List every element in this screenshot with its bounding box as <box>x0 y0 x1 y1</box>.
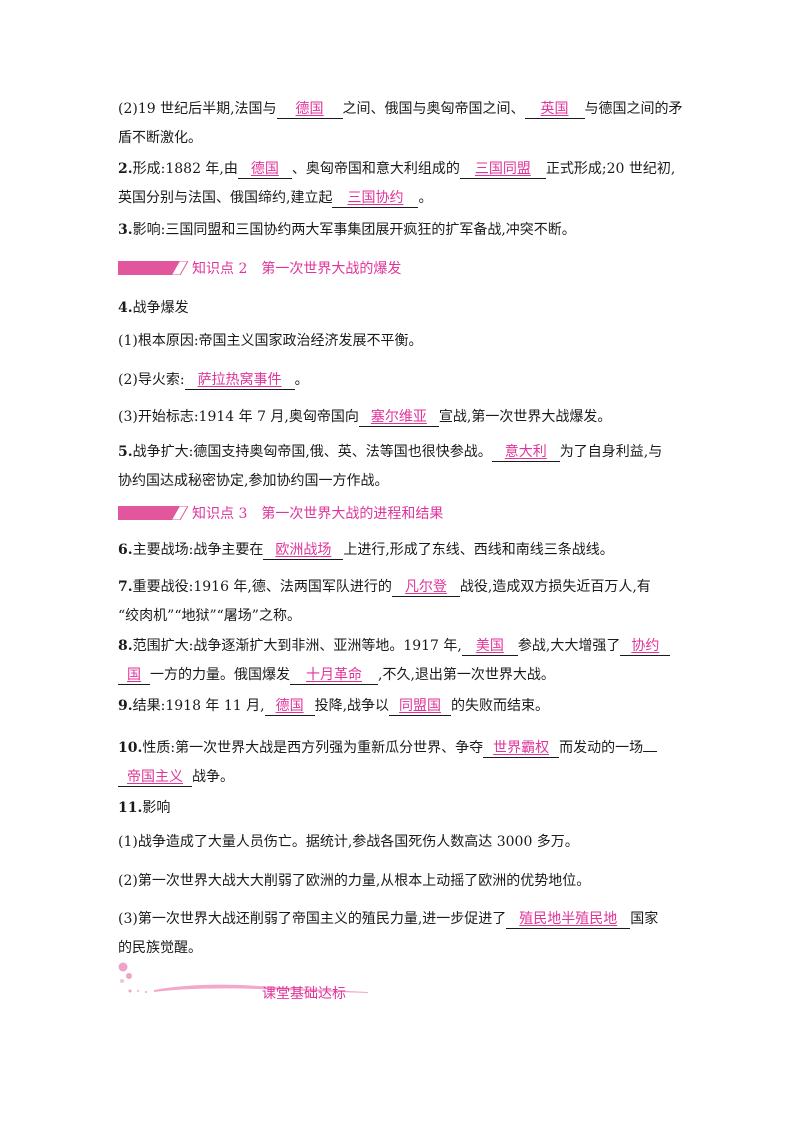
paragraph-4-1: (1)根本原因:帝国主义国家政治经济发展不平衡。 <box>118 333 423 349</box>
footer-decoration-icon <box>118 962 368 993</box>
paragraph-4: 4.战争爆发 <box>118 300 189 316</box>
section-heading-2: 知识点 2 第一次世界大战的爆发 <box>118 259 618 279</box>
answer-blank[interactable]: 塞尔维亚 <box>358 408 439 427</box>
answer-blank[interactable]: 国 <box>118 666 150 685</box>
answer-blank[interactable]: 德国 <box>264 697 315 716</box>
answer-blank[interactable]: 三国同盟 <box>459 160 546 179</box>
section-heading-3: 知识点 3 第一次世界大战的进程和结果 <box>118 504 618 524</box>
paragraph-5: 5.战争扩大:德国支持奥匈帝国,俄、英、法等国也很快参战。意大利为了自身利益,与… <box>118 443 663 489</box>
answer-blank[interactable]: 三国协约 <box>332 189 419 208</box>
answer-blank[interactable]: 意大利 <box>491 443 560 462</box>
answer-blank[interactable] <box>643 751 658 752</box>
paragraph-1-2: (2)19 世纪后半期,法国与德国之间、俄国与奥匈帝国之间、英国与德国之间的矛 … <box>118 100 683 146</box>
answer-blank[interactable]: 德国 <box>276 100 343 119</box>
footer-title: 课堂基础达标 <box>262 986 346 1002</box>
answer-blank[interactable]: 凡尔登 <box>391 578 460 597</box>
paragraph-11-2: (2)第一次世界大战大大削弱了欧洲的力量,从根本上动摇了欧洲的优势地位。 <box>118 873 591 889</box>
answer-blank[interactable]: 美国 <box>461 637 518 656</box>
answer-blank[interactable]: 同盟国 <box>389 697 452 716</box>
paragraph-11: 11.影响 <box>118 800 171 816</box>
paragraph-2: 2.形成:1882 年,由德国、奥匈帝国和意大利组成的三国同盟正式形成;20 世… <box>118 160 676 208</box>
answer-blank[interactable]: 萨拉热窝事件 <box>184 371 295 390</box>
paragraph-11-3: (3)第一次世界大战还削弱了帝国主义的殖民力量,进一步促进了殖民地半殖民地国家 … <box>118 910 659 956</box>
answer-blank[interactable]: 协约 <box>620 637 671 656</box>
paragraph-9: 9.结果:1918 年 11 月,德国投降,战争以同盟国的失败而结束。 <box>118 697 550 716</box>
paragraph-4-3: (3)开始标志:1914 年 7 月,奥匈帝国向塞尔维亚宣战,第一次世界大战爆发… <box>118 408 612 427</box>
answer-blank[interactable]: 英国 <box>524 100 585 119</box>
paragraph-6: 6.主要战场:战争主要在欧洲战场上进行,形成了东线、西线和南线三条战线。 <box>118 541 614 560</box>
answer-blank[interactable]: 十月革命 <box>290 666 378 685</box>
answer-blank[interactable]: 德国 <box>237 160 292 179</box>
paragraph-7: 7.重要战役:1916 年,德、法两国军队进行的凡尔登战役,造成双方损失近百万人… <box>118 578 651 624</box>
answer-blank[interactable]: 殖民地半殖民地 <box>506 910 631 929</box>
paragraph-3: 3.影响:三国同盟和三国协约两大军事集团展开疯狂的扩军备战,冲突不断。 <box>118 222 576 238</box>
answer-blank[interactable]: 欧洲战场 <box>263 541 344 560</box>
section-tag-icon <box>118 506 188 520</box>
answer-blank[interactable]: 世界霸权 <box>483 739 560 758</box>
paragraph-4-2: (2)导火索:萨拉热窝事件。 <box>118 371 309 390</box>
paragraph-11-1: (1)战争造成了大量人员伤亡。据统计,参战各国死伤人数高达 3000 多万。 <box>118 834 579 850</box>
paragraph-10: 10.性质:第一次世界大战是西方列强为重新瓜分世界、争夺世界霸权而发动的一场 帝… <box>118 734 686 792</box>
paragraph-8: 8.范围扩大:战争逐渐扩大到非洲、亚洲等地。1917 年,美国参战,大大增强了协… <box>118 632 686 690</box>
answer-blank[interactable]: 帝国主义 <box>118 768 192 787</box>
section-tag-icon <box>118 261 188 275</box>
